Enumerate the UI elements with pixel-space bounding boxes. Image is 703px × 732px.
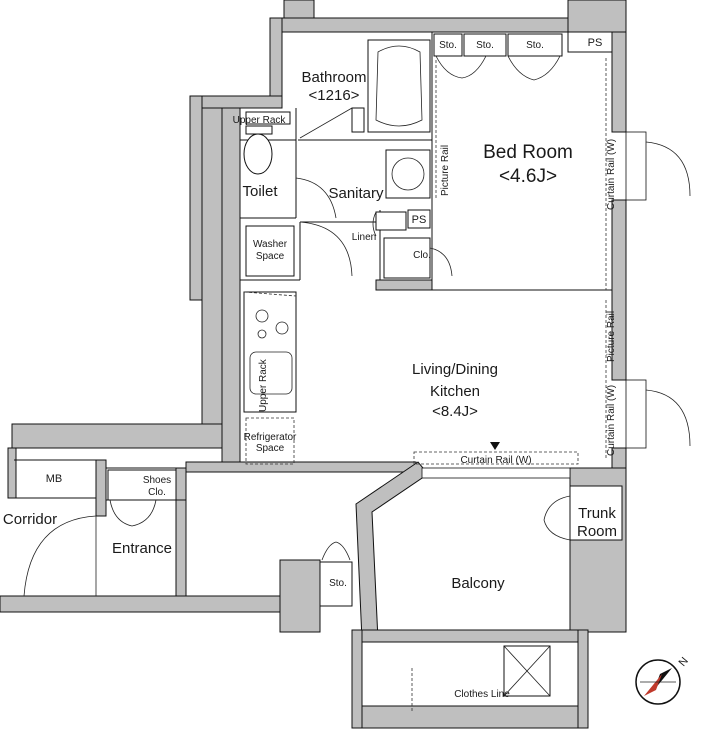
bed-room-name: Bed Room [483,142,573,163]
refrigerator-line2: Space [256,443,285,454]
corridor-label: Corridor [3,511,57,528]
curtain-rail-bottom-label: Curtain Rail (W) [460,455,531,466]
mb-label: MB [46,473,63,485]
bathroom-name: Bathroom [301,69,366,86]
living-line2: Kitchen [430,383,480,400]
trunk-room-line2: Room [577,523,617,540]
linen-label: Linen [352,232,376,243]
upper-rack-label: Upper Rack [233,115,287,126]
ps-label-sanitary: PS [412,214,427,226]
picture-rail-bedroom-label: Picture Rail [440,145,451,196]
refrigerator-line1: Refrigerator [244,432,297,443]
living-line1: Living/Dining [412,361,498,378]
sto-label-balcony: Sto. [329,578,347,589]
washer-space-box [245,225,295,277]
refrigerator-space-box [245,417,295,465]
shoes-clo-line2: Clo. [148,487,166,498]
upper-rack-rotated-label: Upper Rack [258,358,269,412]
bathroom-size: <1216> [309,87,360,104]
toilet-bowl [243,133,273,175]
walls [0,0,627,729]
sto-label-1: Sto. [439,40,457,51]
sto-label-2: Sto. [476,40,494,51]
toilet-label: Toilet [242,183,278,200]
sto-label-3: Sto. [526,40,544,51]
bed-room-size: <4.6J> [499,166,557,187]
balcony-label: Balcony [451,575,505,592]
living-size: <8.4J> [432,403,478,420]
curtain-rail-top-label: Curtain Rail (W) [606,139,617,210]
sanitary-label: Sanitary [328,185,384,202]
washer-space-line2: Space [256,251,285,262]
trunk-room-line1: Trunk [578,505,616,522]
clo-label: Clo. [413,250,431,261]
trunk-room-box [569,485,623,541]
top-storages [433,31,613,81]
clothes-line-label: Clothes Line [454,689,510,700]
compass [635,659,681,705]
bathtub [367,39,431,133]
wash-basin [385,149,431,199]
curtain-rail-living-label: Curtain Rail (W) [606,385,617,456]
picture-rail-living-label: Picture Rail [606,311,617,362]
ps-label-top: PS [588,37,603,49]
shoes-clo-line1: Shoes [143,475,171,486]
entrance-label: Entrance [112,540,172,557]
washer-space-line1: Washer [253,239,288,250]
compass-north-label: N [677,655,691,669]
